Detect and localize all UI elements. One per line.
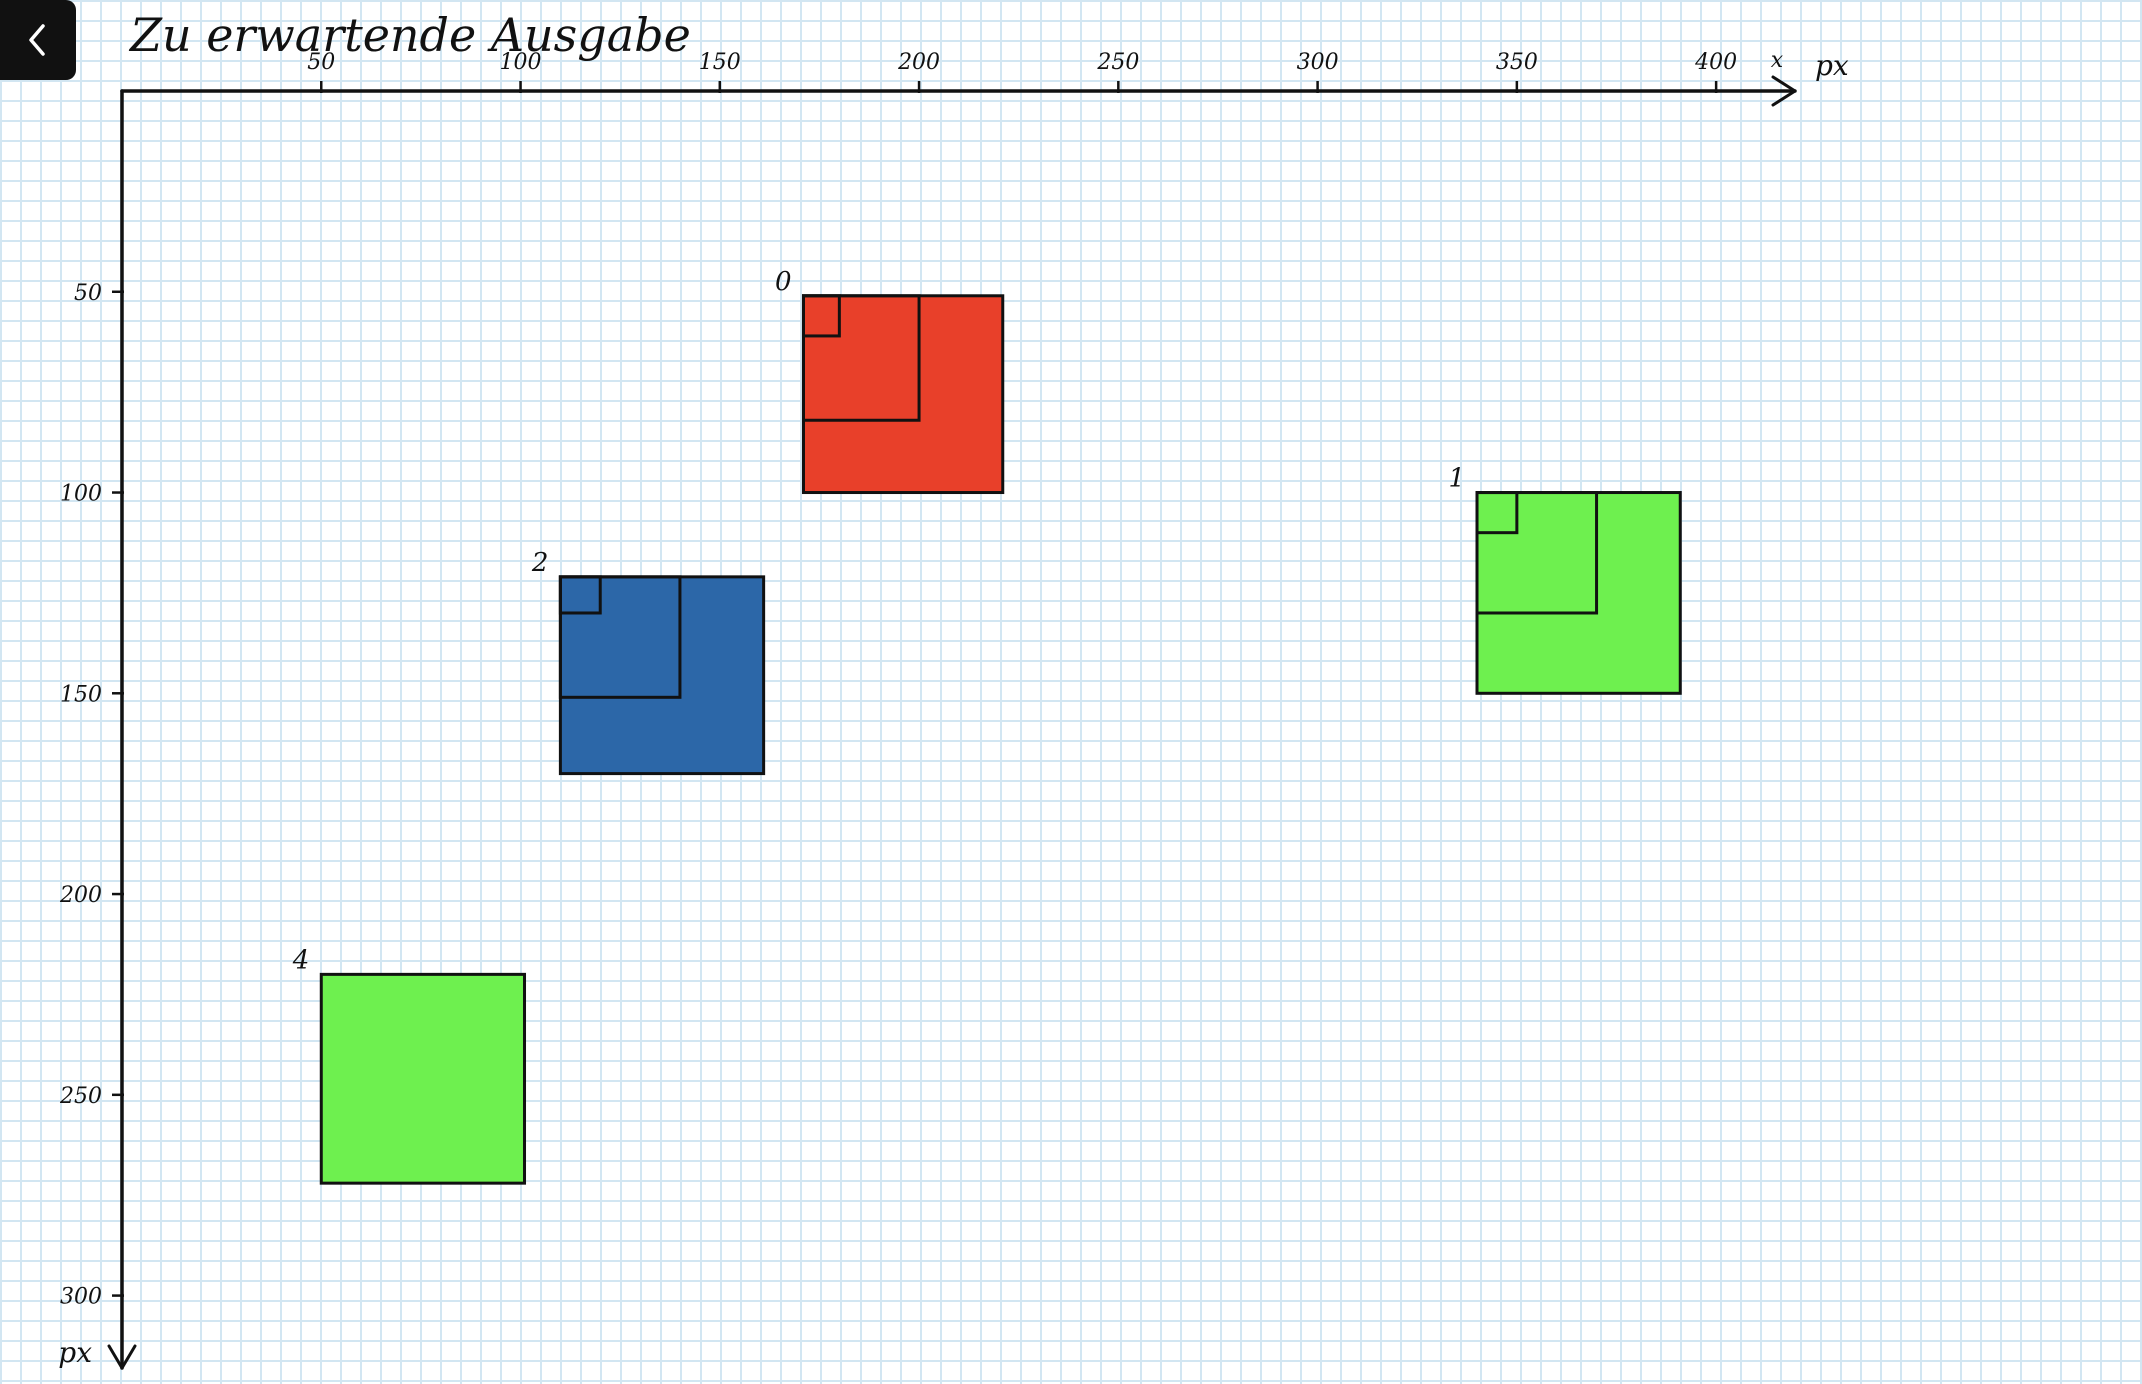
box-1: 1 [1448,464,1682,695]
x-axis-label: x [1771,48,1784,73]
box-inner-rect [1475,491,1599,615]
box-rect [558,575,766,776]
x-axis-arrow [1771,75,1797,107]
x-tick-label: 100 [500,50,542,75]
y-axis-arrow [107,1344,137,1370]
box-4: 4 [292,945,527,1185]
x-tick-label: 300 [1297,50,1339,75]
box-0: 0 [775,267,1005,495]
x-tick-label: 250 [1096,50,1139,75]
x-tick-label: 400 [1694,50,1737,75]
y-tick-label: 150 [60,682,102,707]
box-rect [319,972,527,1185]
back-button[interactable] [0,0,76,80]
x-axis-unit: px [1815,49,1849,82]
boxes: 0 1 2 4 [292,267,1682,1185]
x-tick-label: 150 [699,50,741,75]
box-inner-rect [801,294,921,422]
box-2: 2 [531,548,766,776]
box-rect [801,294,1005,495]
box-inner-rect [558,575,682,699]
axes: 50 100 150 200 250 300 350 400 x px 50 100 150 200 250… [58,48,1849,1370]
box-label: 1 [1448,464,1465,494]
box-inner-rect [1475,491,1519,535]
y-tick-label: 250 [59,1084,102,1109]
y-axis-unit: px [58,1336,92,1369]
y-tick-label: 300 [60,1285,102,1310]
box-inner-rect [801,294,841,338]
y-tick-label: 50 [74,281,102,306]
box-inner-rect [558,575,602,615]
x-tick-label: 350 [1496,50,1538,75]
y-tick-label: 100 [60,482,102,507]
box-label: 0 [775,267,792,297]
box-rect [1475,491,1682,695]
x-tick-label: 50 [307,50,335,75]
box-label: 4 [292,945,310,975]
y-tick-label: 200 [59,883,102,908]
x-tick-label: 200 [897,50,940,75]
box-label: 2 [531,548,549,578]
page-title: Zu erwartende Ausgabe [130,8,691,62]
chevron-left-icon [29,24,45,56]
